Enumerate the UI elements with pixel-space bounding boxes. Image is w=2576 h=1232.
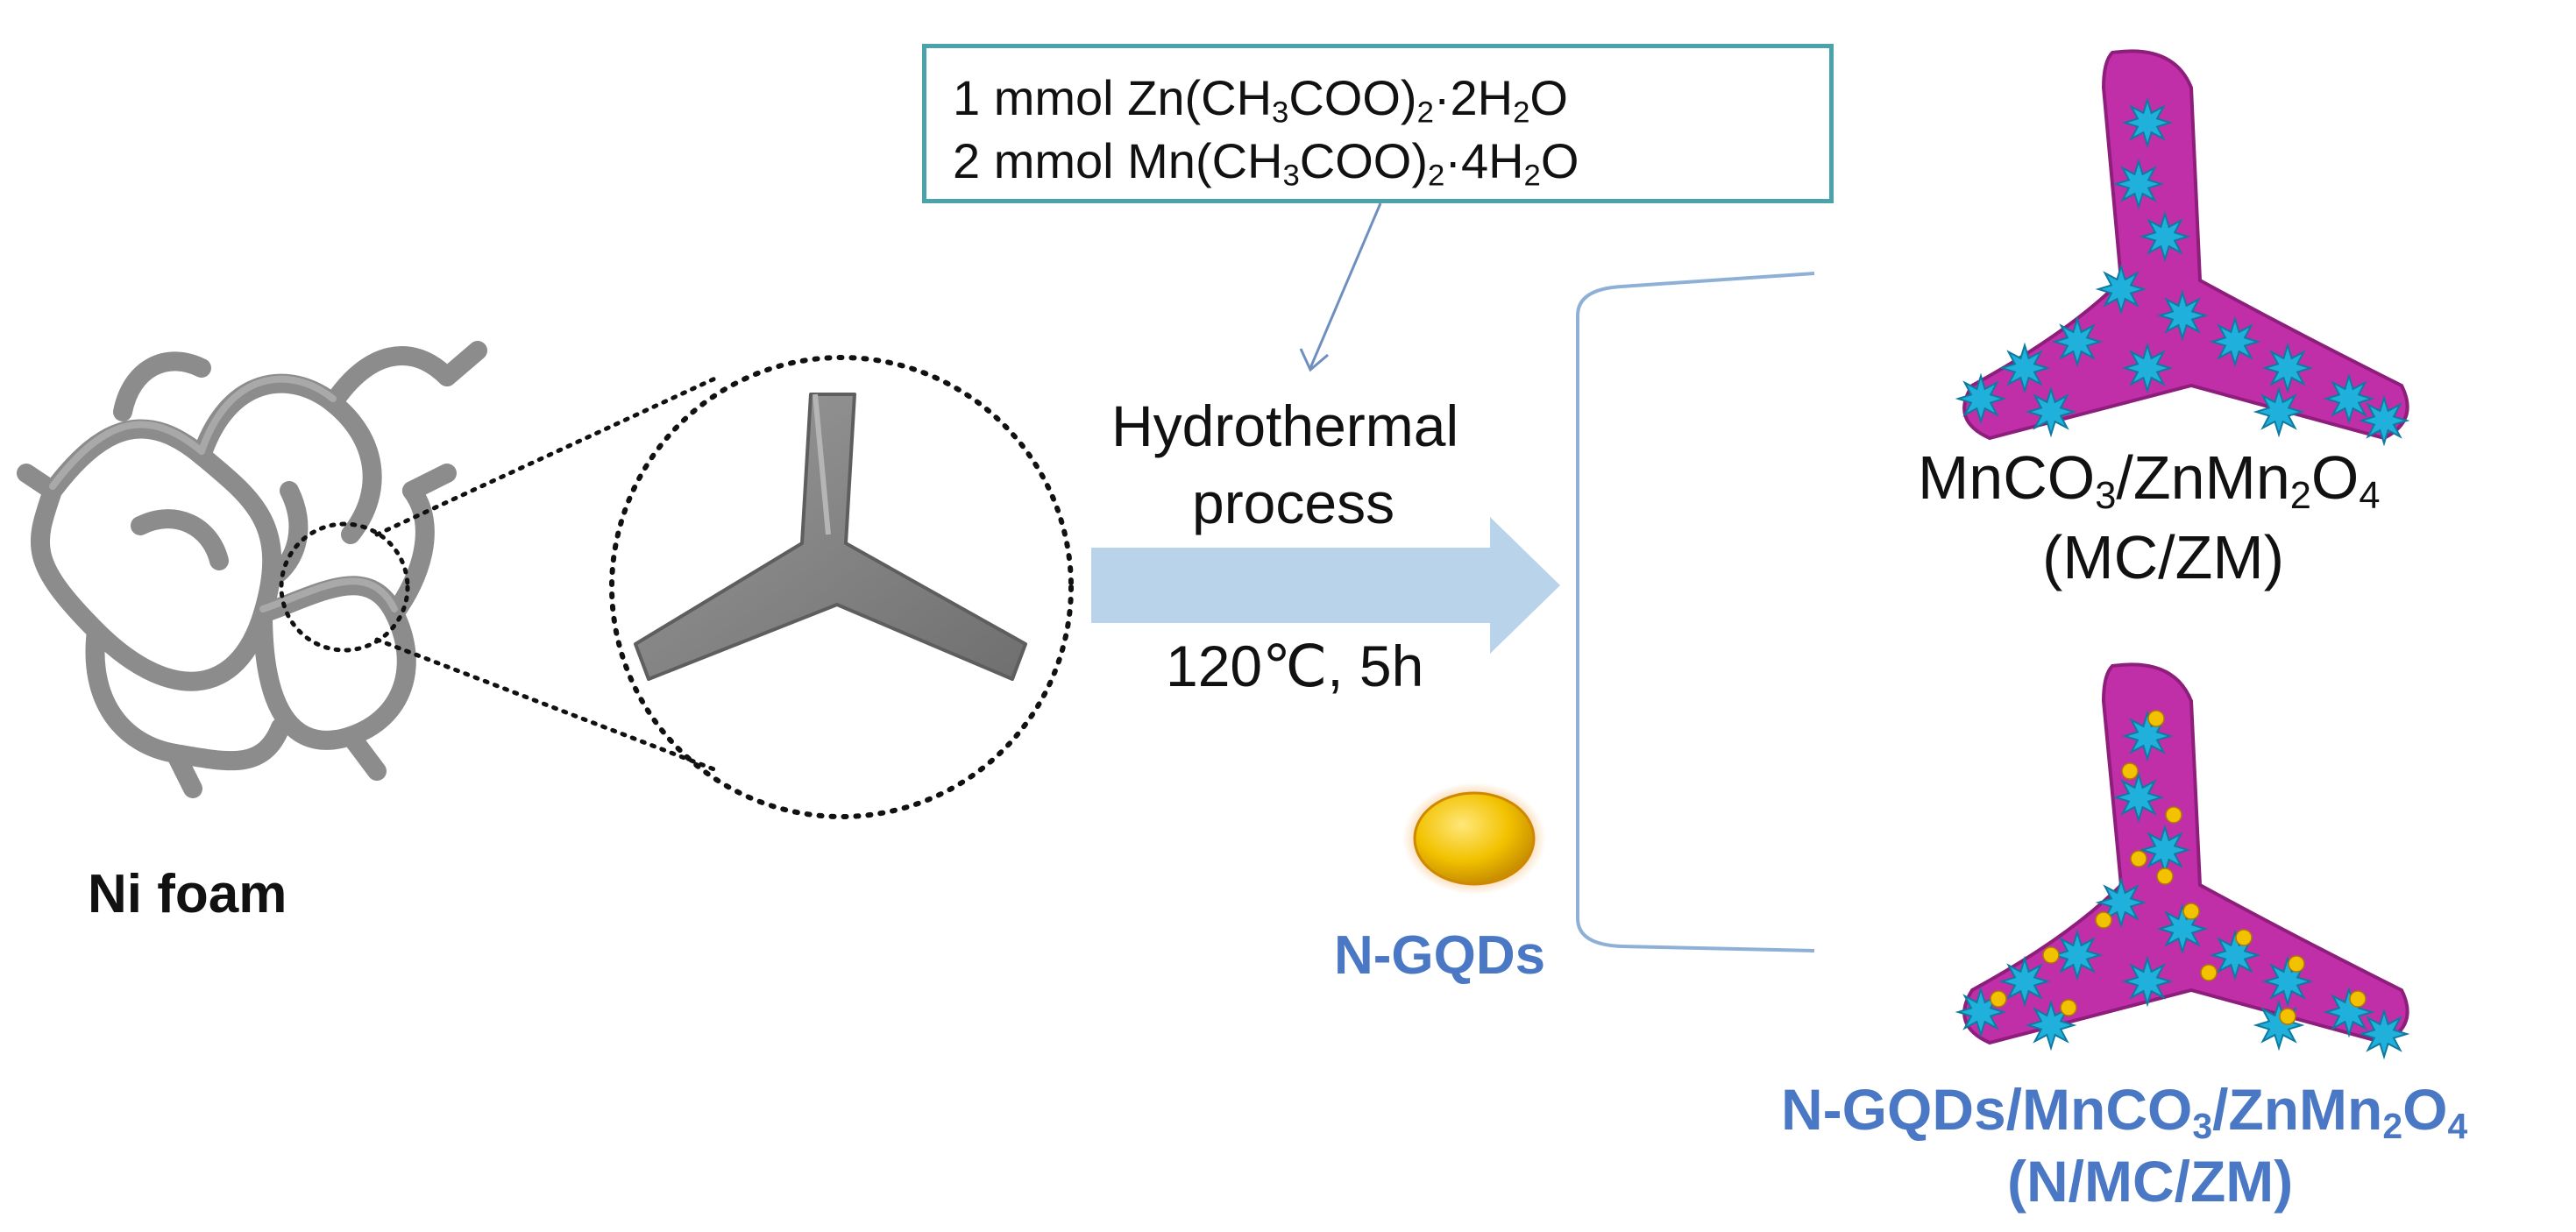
cyan-cluster bbox=[1998, 955, 2051, 1008]
reagent-mn-prefix: 2 mmol Mn(CH bbox=[953, 133, 1283, 188]
nmczm-formula: N-GQDs/MnCO3/ZnMn2O4 bbox=[1781, 1076, 2468, 1147]
cyan-cluster bbox=[2358, 1008, 2410, 1060]
gold-dot bbox=[2165, 806, 2182, 824]
cyan-cluster bbox=[2112, 771, 2165, 824]
mczm-formula-b: /ZnMn bbox=[2116, 443, 2290, 512]
reagent-zn-sub3: 2 bbox=[1513, 96, 1530, 130]
ni-foam-label: Ni foam bbox=[88, 864, 287, 924]
cyan-cluster bbox=[2121, 342, 2174, 394]
reagent-mn-mid: COO) bbox=[1299, 133, 1428, 188]
nmczm-formula-s1: 3 bbox=[2192, 1106, 2213, 1147]
reagent-line-zn: 1 mmol Zn(CH3COO)2·2H2O bbox=[953, 69, 1568, 128]
cyan-cluster bbox=[2121, 96, 2174, 149]
cyan-cluster bbox=[2095, 876, 2147, 929]
nmczm-gold-dots bbox=[1990, 710, 2367, 1025]
cyan-cluster bbox=[2261, 342, 2314, 394]
cyan-cluster bbox=[2253, 386, 2305, 438]
mczm-abbr: (MC/ZM) bbox=[2042, 523, 2285, 591]
gold-dot bbox=[2200, 964, 2218, 981]
process-conditions: 120℃, 5h bbox=[1166, 634, 1424, 698]
gold-dot bbox=[2182, 903, 2200, 920]
nmczm-cyan-clusters bbox=[1955, 710, 2410, 1060]
mczm-cyan-clusters bbox=[1955, 96, 2410, 447]
mczm-formula: MnCO3/ZnMn2O4 bbox=[1918, 443, 2381, 515]
gold-dot bbox=[2288, 955, 2305, 973]
gold-dot bbox=[2156, 867, 2174, 885]
nmczm-formula-a: N-GQDs/MnCO bbox=[1781, 1077, 2193, 1142]
mczm-formula-c: O bbox=[2310, 443, 2360, 512]
nmczm-formula-b: /ZnMn bbox=[2212, 1077, 2383, 1142]
cyan-cluster bbox=[2253, 999, 2305, 1051]
gold-dot bbox=[2095, 911, 2112, 929]
reagent-zn-sub2: 2 bbox=[1416, 96, 1434, 130]
cyan-cluster bbox=[1955, 372, 2007, 425]
reagents-connector bbox=[1309, 202, 1382, 369]
cyan-cluster bbox=[2209, 315, 2261, 368]
gold-dot bbox=[2060, 999, 2077, 1016]
reagent-line-mn: 2 mmol Mn(CH3COO)2·4H2O bbox=[953, 132, 1579, 191]
ngqd-label: N-GQDs bbox=[1334, 925, 1546, 986]
cyan-cluster bbox=[2025, 386, 2077, 438]
reagent-mn-sub3: 2 bbox=[1523, 159, 1541, 193]
zoom-source-circle bbox=[279, 521, 410, 653]
process-label-line1: Hydrothermal bbox=[1111, 393, 1459, 458]
gold-dot bbox=[2235, 929, 2253, 946]
reagent-zn-tail: ·2H bbox=[1433, 70, 1514, 125]
cyan-cluster bbox=[2051, 315, 2104, 368]
cyan-cluster bbox=[1998, 342, 2051, 394]
cyan-cluster bbox=[2139, 824, 2191, 876]
process-label-line2: process bbox=[1192, 471, 1395, 535]
gold-dot bbox=[2349, 990, 2367, 1008]
cyan-cluster bbox=[2358, 394, 2410, 447]
gold-dot bbox=[2147, 710, 2165, 727]
nmczm-formula-s3: 4 bbox=[2447, 1106, 2468, 1147]
reagent-zn-end: O bbox=[1529, 70, 1568, 125]
cyan-cluster bbox=[2156, 289, 2209, 342]
gold-dot bbox=[2130, 850, 2147, 867]
cyan-cluster bbox=[2139, 210, 2191, 263]
cyan-cluster bbox=[2323, 372, 2375, 425]
gold-dot bbox=[2042, 946, 2060, 964]
reagent-mn-sub1: 3 bbox=[1282, 159, 1300, 193]
nmczm-tripod bbox=[1955, 662, 2410, 1060]
reagent-zn-sub1: 3 bbox=[1272, 96, 1289, 130]
nmczm-formula-c: O bbox=[2402, 1077, 2448, 1142]
nmczm-abbr: (N/MC/ZM) bbox=[2007, 1149, 2294, 1214]
process-arrow bbox=[1091, 517, 1560, 654]
gold-dot bbox=[2121, 762, 2139, 780]
reagent-mn-sub2: 2 bbox=[1428, 159, 1445, 193]
mczm-formula-s3: 4 bbox=[2359, 474, 2381, 517]
zoom-guide-lower bbox=[374, 637, 721, 774]
gold-dot bbox=[2279, 1008, 2296, 1025]
mczm-formula-s1: 3 bbox=[2095, 474, 2117, 517]
reagent-zn-mid: COO) bbox=[1288, 70, 1417, 125]
ngqd-dot bbox=[1413, 791, 1536, 886]
cyan-cluster bbox=[2025, 999, 2077, 1051]
reagents-box: 1 mmol Zn(CH3COO)2·2H2O 2 mmol Mn(CH3COO… bbox=[922, 44, 1834, 203]
reagents-connector-head bbox=[1299, 348, 1329, 372]
product-bracket bbox=[1576, 272, 1815, 952]
ni-foam-structure bbox=[17, 341, 487, 798]
zoom-detail-circle bbox=[609, 355, 1074, 819]
cyan-cluster bbox=[2112, 158, 2165, 210]
mczm-tripod bbox=[1955, 49, 2410, 447]
reagent-mn-tail: ·4H bbox=[1444, 133, 1524, 188]
cyan-cluster bbox=[2095, 263, 2147, 315]
zoom-guide-upper bbox=[374, 374, 721, 537]
gold-dot bbox=[1990, 990, 2007, 1008]
ni-strut-tripod bbox=[634, 393, 1027, 681]
reagent-mn-end: O bbox=[1540, 133, 1579, 188]
cyan-cluster bbox=[2051, 929, 2104, 981]
cyan-cluster bbox=[2121, 955, 2174, 1008]
reagent-zn-prefix: 1 mmol Zn(CH bbox=[953, 70, 1273, 125]
mczm-formula-a: MnCO bbox=[1918, 443, 2096, 512]
mczm-formula-s2: 2 bbox=[2289, 474, 2311, 517]
nmczm-formula-s2: 2 bbox=[2382, 1106, 2403, 1147]
